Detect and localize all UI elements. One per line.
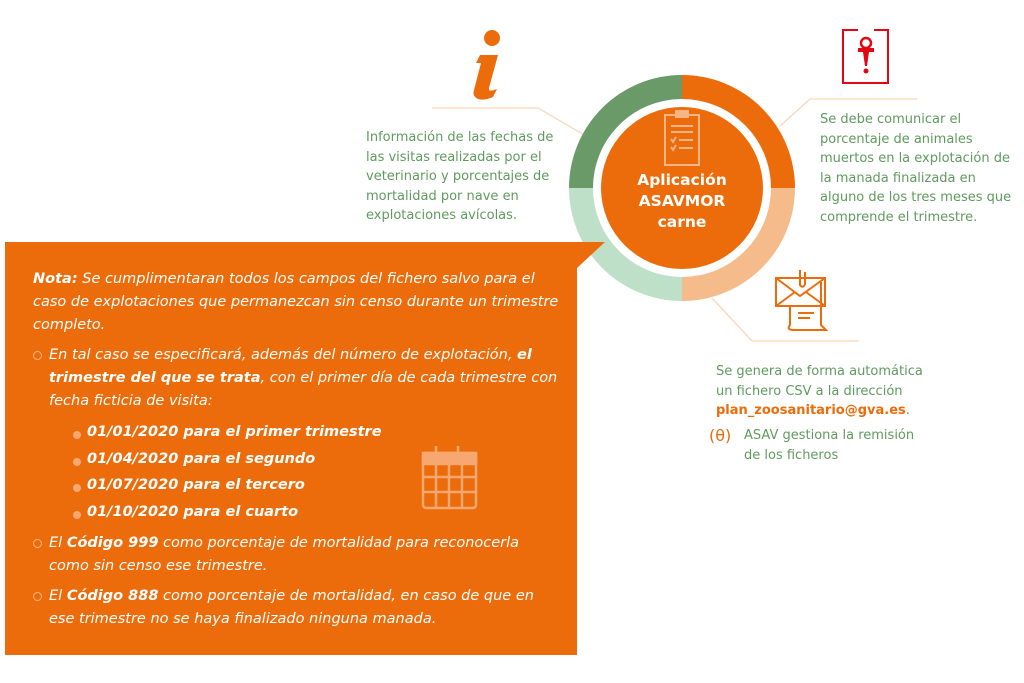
- center-circle: [601, 107, 763, 269]
- ring: [569, 75, 795, 301]
- bullet-text: El: [49, 588, 67, 604]
- dot-bullet-icon: [73, 457, 81, 466]
- email-suffix: .: [905, 403, 910, 418]
- center-title-line2: ASAVMOR: [638, 192, 726, 210]
- bullet-bold: el trimestre del que se trata: [49, 347, 532, 386]
- theta-icon: (θ): [709, 426, 732, 445]
- date-text: 01/01/2020 para el primer trimestre: [87, 424, 382, 440]
- ring-segment-top-right: [682, 75, 795, 188]
- note-intro-text: Se cumplimentaran todos los campos del f…: [33, 271, 559, 333]
- note-bullet-3: El Código 888 como porcentaje de mortali…: [33, 585, 563, 631]
- center-title-line3: carne: [657, 213, 707, 231]
- date-text: 01/04/2020 para el segundo: [87, 450, 316, 467]
- bullet-text: , con el primer día de cada trimestre co…: [49, 370, 558, 409]
- asav-text: ASAV gestiona la remisión de los fichero…: [744, 428, 915, 463]
- leader-line-csv: [711, 297, 859, 342]
- warning-icon: [842, 28, 889, 84]
- bullet-text: como porcentaje de mortalidad para recon…: [49, 535, 520, 574]
- note-intro: Nota: Se cumplimentaran todos los campos…: [33, 268, 563, 337]
- info-text: Información de las fechas de las visitas…: [366, 130, 554, 223]
- circle-bullet-icon: [33, 592, 42, 601]
- csv-text: Se genera de forma automática un fichero…: [716, 362, 936, 421]
- date-item: 01/07/2020 para el tercero: [73, 472, 563, 499]
- bullet-text: como porcentaje de mortalidad, en caso d…: [49, 588, 534, 627]
- bullet-text: En tal caso se especificará, además del …: [49, 347, 518, 363]
- email-address: plan_zoosanitario@gva.es: [716, 403, 906, 418]
- center-title: Aplicación ASAVMOR carne: [612, 170, 752, 233]
- circle-bullet-icon: [33, 539, 42, 548]
- email-document-icon: [775, 270, 829, 331]
- leader-line-warning: [779, 98, 917, 127]
- circle-bullet-icon: [33, 351, 42, 360]
- date-text: 01/07/2020 para el tercero: [87, 477, 305, 493]
- bullet-text: El: [49, 535, 67, 551]
- date-text: 01/10/2020 para el cuarto: [87, 503, 299, 520]
- date-item: 01/01/2020 para el primer trimestre: [73, 419, 563, 446]
- ring-segment-bottom-left: [569, 188, 682, 301]
- center-title-line1: Aplicación: [637, 171, 727, 189]
- ring-segment-top-left: [569, 75, 682, 188]
- bullet-bold: Código 999: [66, 535, 159, 551]
- csv-description: Se genera de forma automática un fichero…: [716, 364, 923, 399]
- calendar-icon: [421, 446, 478, 510]
- leader-line-info: [432, 107, 587, 137]
- dot-bullet-icon: [73, 484, 81, 492]
- note-bullet-2: El Código 999 como porcentaje de mortali…: [33, 532, 563, 578]
- note-box: [5, 242, 605, 655]
- clipboard-icon: [664, 110, 700, 166]
- info-icon: [473, 30, 500, 100]
- date-list: 01/01/2020 para el primer trimestre 01/0…: [73, 419, 563, 525]
- dot-bullet-icon: [73, 431, 81, 439]
- date-item: 01/10/2020 para el cuarto: [73, 499, 563, 526]
- warning-text: Se debe comunicar el porcentaje de anima…: [820, 112, 1012, 225]
- bullet-bold: Código 888: [66, 588, 159, 604]
- note-content: Nota: Se cumplimentaran todos los campos…: [33, 268, 563, 631]
- note-label: Nota:: [33, 271, 78, 287]
- note-bullet-1: En tal caso se especificará, además del …: [33, 344, 563, 413]
- dot-bullet-icon: [73, 510, 81, 519]
- date-item: 01/04/2020 para el segundo: [73, 446, 563, 473]
- ring-segment-bottom-right: [682, 188, 795, 301]
